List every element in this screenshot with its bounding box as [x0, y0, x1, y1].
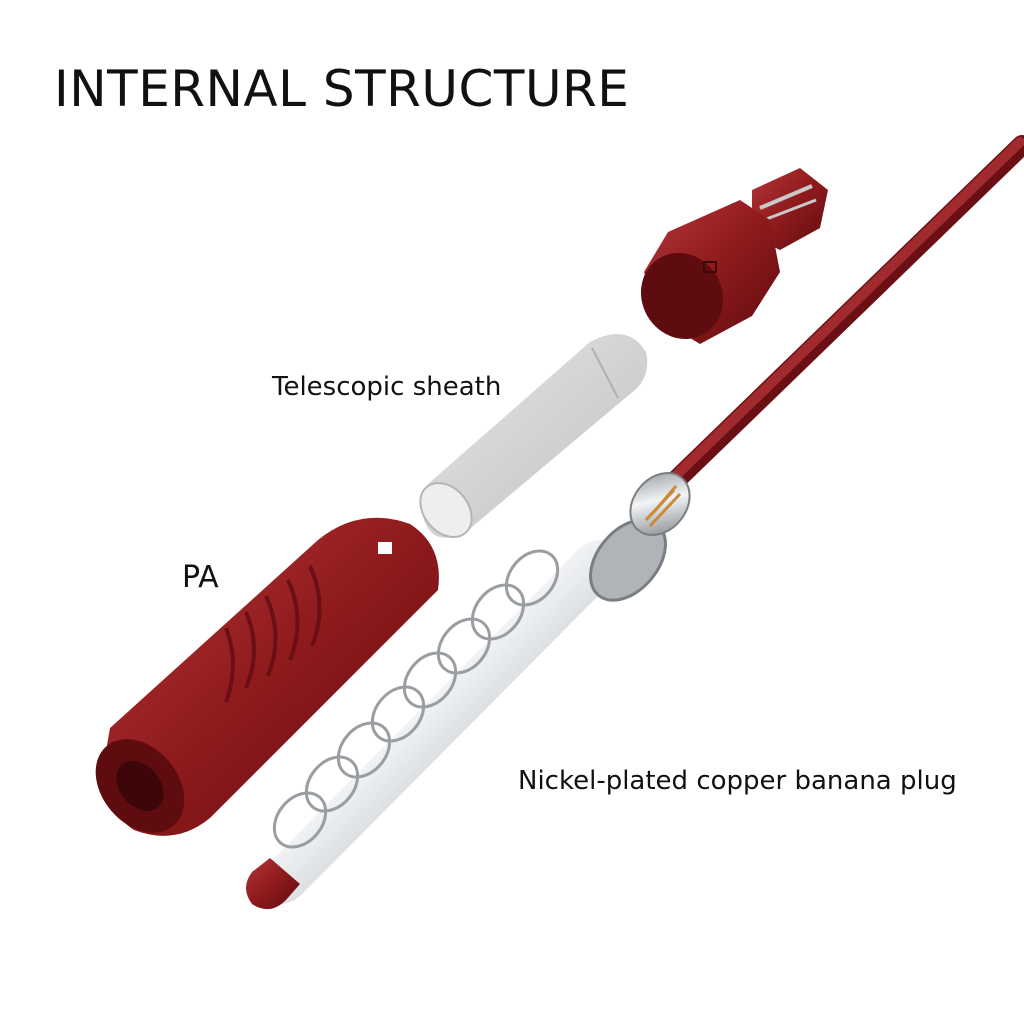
pa-label: PA: [182, 560, 219, 595]
handle-grip-ribs: [224, 565, 322, 703]
cable: [658, 135, 1024, 498]
telescopic-sheath-label: Telescopic sheath: [272, 372, 502, 402]
handle-marker: [378, 542, 392, 554]
banana-plug-label: Nickel-plated copper banana plug: [518, 766, 957, 796]
copper-wire-strands: [644, 485, 682, 528]
pa-handle: [95, 517, 439, 836]
top-connector-cap: [640, 168, 828, 344]
plug-red-tip: [246, 858, 300, 910]
page-title: INTERNAL STRUCTURE: [54, 60, 630, 118]
spring: [272, 549, 560, 849]
telescopic-sheath-part: [419, 334, 648, 538]
banana-plug: [246, 472, 691, 910]
